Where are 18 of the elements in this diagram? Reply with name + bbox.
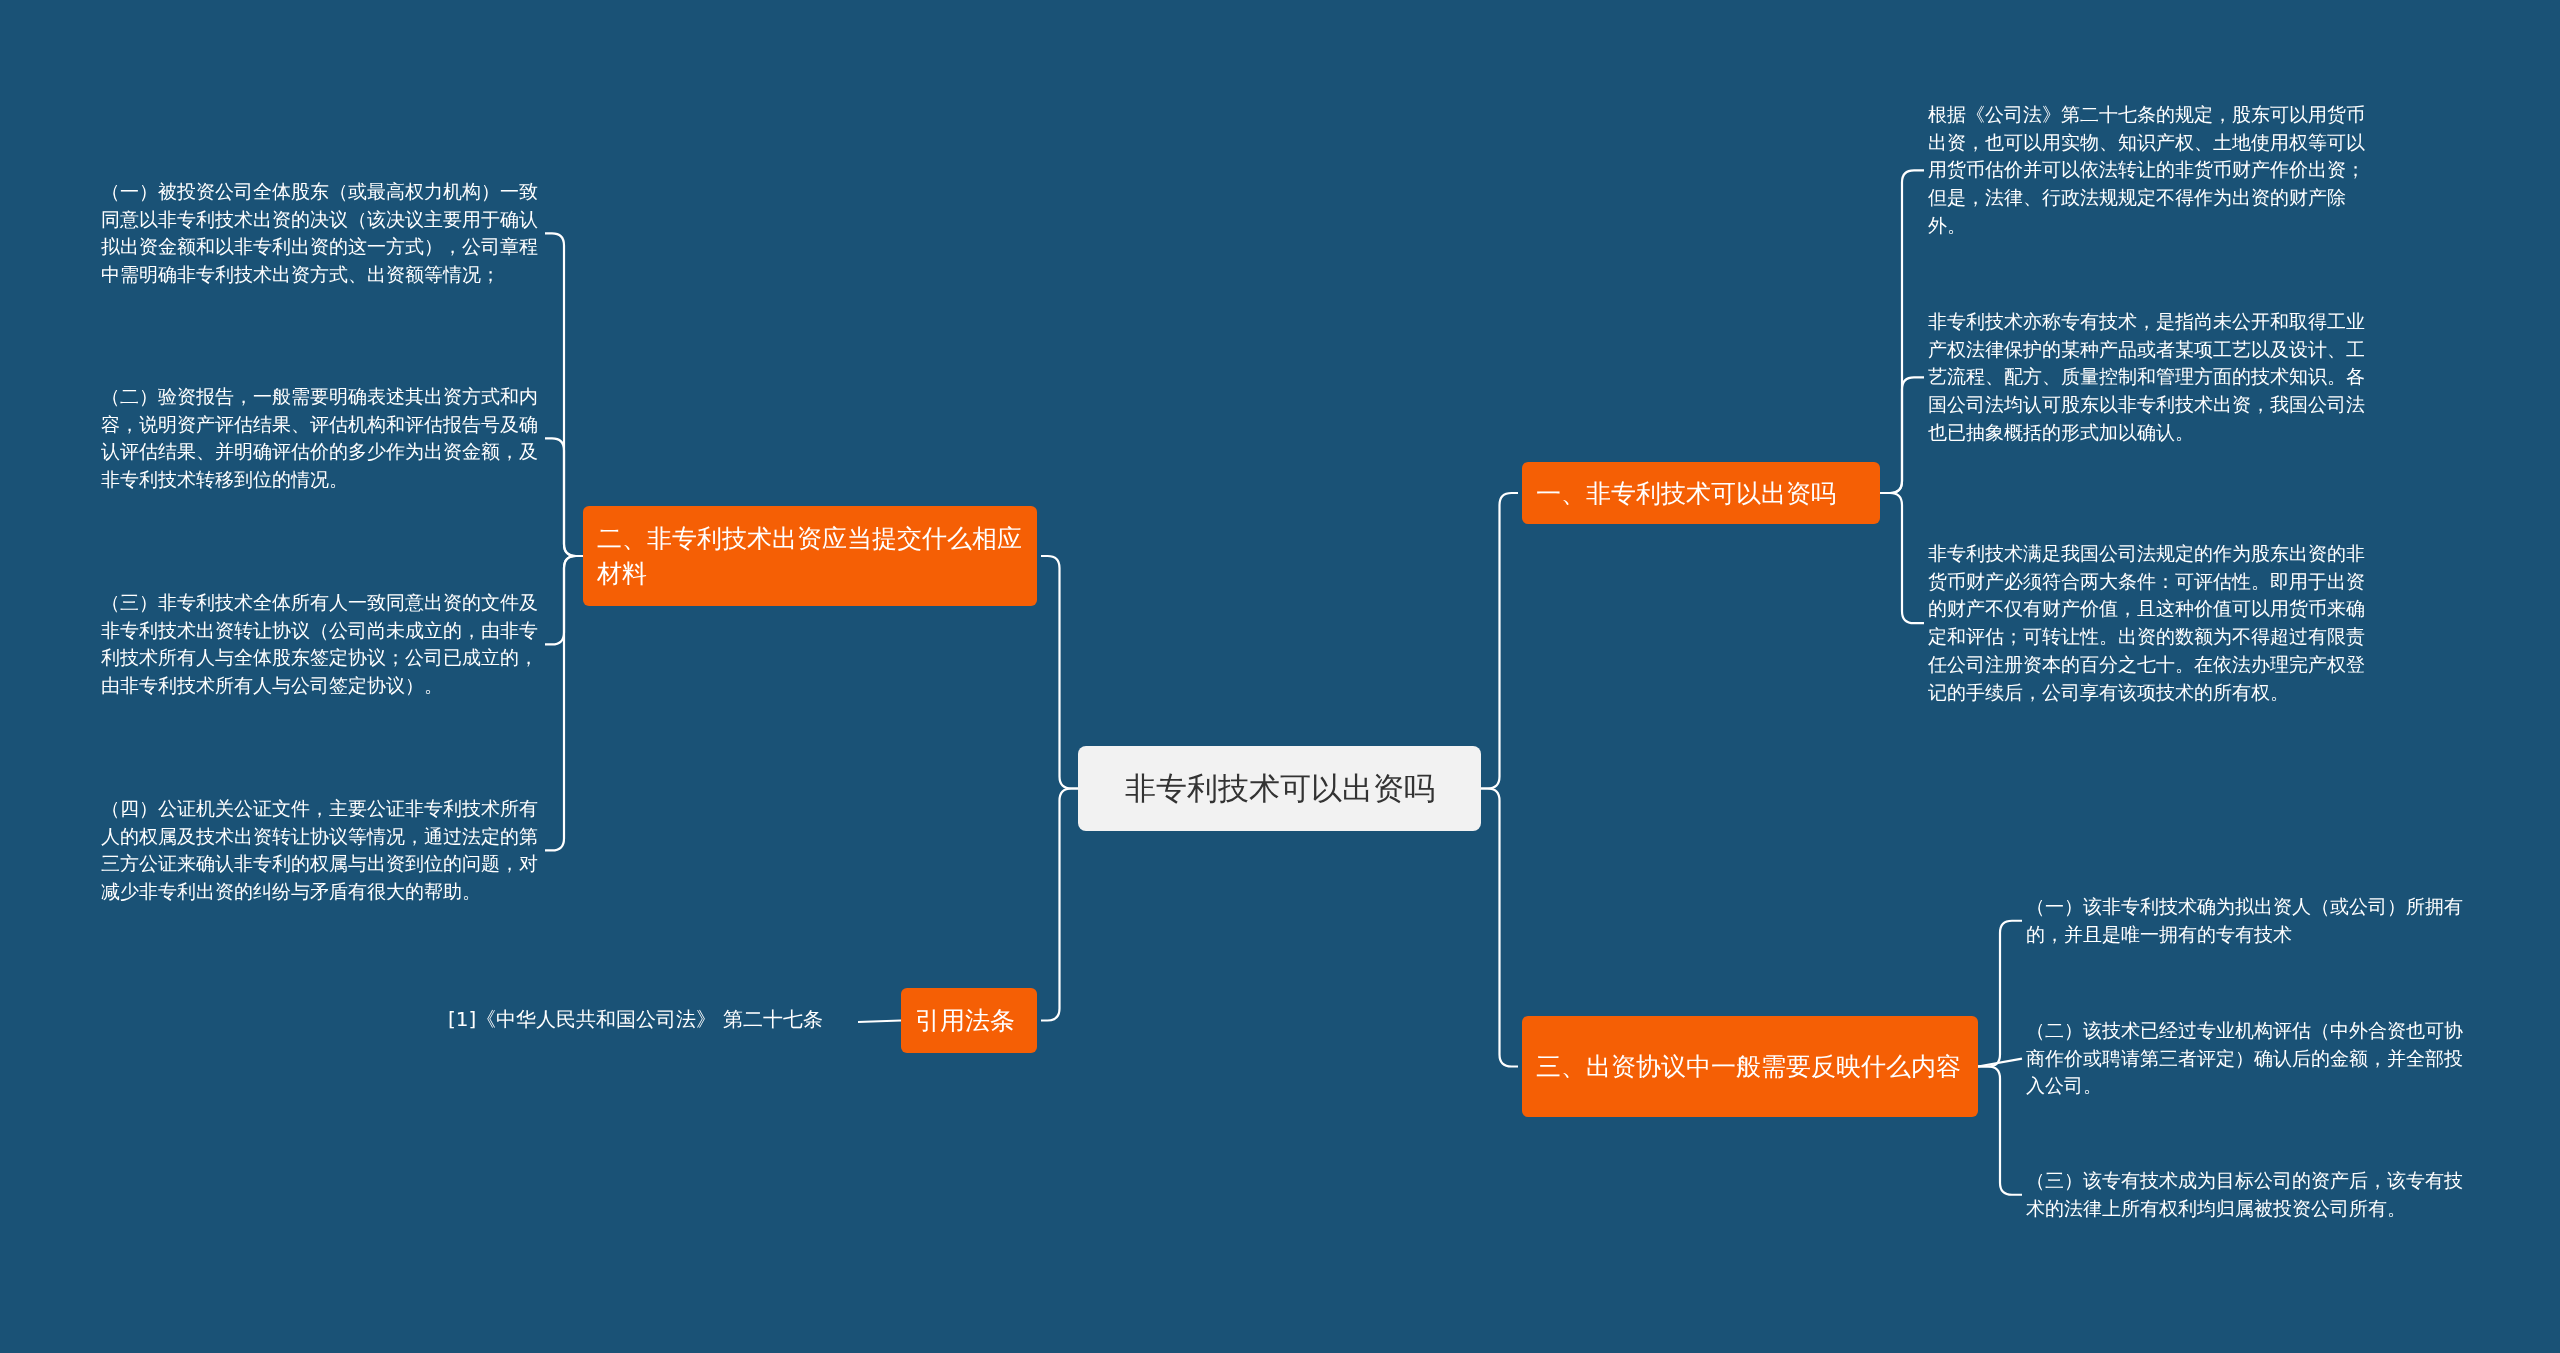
note-text: （二）该技术已经过专业机构评估（中外合资也可协商作价或聘请第三者评定）确认后的金额，并全部投入公司。	[2026, 1017, 2471, 1101]
branch-topic: 一、非专利技术可以出资吗	[1522, 462, 1880, 524]
note-text: （四）公证机关公证文件，主要公证非专利技术所有人的权属及技术出资转让协议等情况，通过法定的第三方公证来确认非专利的权属与出资到位的问题，对减少非专利出资的纠纷与矛盾有很大的帮助。	[101, 795, 541, 906]
note-text: （三）非专利技术全体所有人一致同意出资的文件及非专利技术出资转让协议（公司尚未成立的，由非专利技术所有人与全体股东签定协议；公司已成立的，由非专利技术所有人与公司签定协议）。	[101, 589, 541, 700]
note-text: 根据《公司法》第二十七条的规定，股东可以用货币出资，也可以用实物、知识产权、土地使用权等可以用货币估价并可以依法转让的非货币财产作价出资；但是，法律、行政法规规定不得作为出资的财产除外。	[1928, 101, 2368, 240]
citation-text: [1]《中华人民共和国公司法》 第二十七条	[448, 1006, 854, 1038]
note-text: 非专利技术满足我国公司法规定的作为股东出资的非货币财产必须符合两大条件：可评估性。即用于出资的财产不仅有财产价值，且这种价值可以用货币来确定和评估；可转让性。出资的数额为不得超过有限责任公司注册资本的百分之七十。在依法办理完产权登记的手续后，公司享有该项技术的所有权。	[1928, 540, 2368, 707]
note-text: （三）该专有技术成为目标公司的资产后，该专有技术的法律上所有权利均归属被投资公司所有。	[2026, 1167, 2471, 1223]
note-text: （一）该非专利技术确为拟出资人（或公司）所拥有的，并且是唯一拥有的专有技术	[2026, 893, 2471, 949]
note-text: 非专利技术亦称专有技术，是指尚未公开和取得工业产权法律保护的某种产品或者某项工艺以及设计、工艺流程、配方、质量控制和管理方面的技术知识。各国公司法均认可股东以非专利技术出资，我国公司法也已抽象概括的形式加以确认。	[1928, 308, 2368, 447]
connector-line	[857, 1019, 902, 1024]
branch-topic: 三、出资协议中一般需要反映什么内容	[1522, 1016, 1978, 1117]
note-text: （二）验资报告，一般需要明确表述其出资方式和内容，说明资产评估结果、评估机构和评估报告号及确认评估结果、并明确评估价的多少作为出资金额，及非专利技术转移到位的情况。	[101, 383, 541, 494]
branch-topic: 引用法条	[901, 988, 1037, 1053]
branch-topic: 二、非专利技术出资应当提交什么相应材料	[583, 506, 1037, 606]
connector-line	[1041, 787, 1078, 1022]
central-topic: 非专利技术可以出资吗	[1078, 746, 1481, 831]
note-text: （一）被投资公司全体股东（或最高权力机构）一致同意以非专利技术出资的决议（该决议主要用于确认拟出资金额和以非专利出资的这一方式），公司章程中需明确非专利技术出资方式、出资额等情况；	[101, 178, 541, 289]
